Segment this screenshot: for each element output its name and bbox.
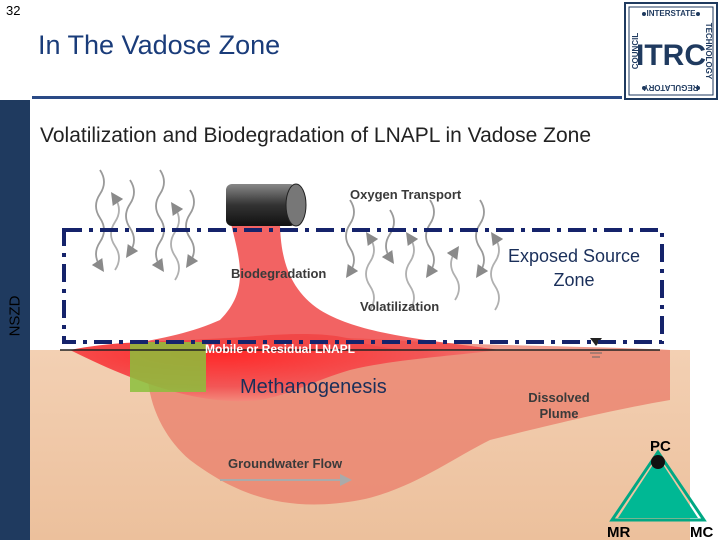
- logo-top-text: INTERSTATE: [646, 9, 696, 18]
- triangle-vertex-mc: MC: [690, 524, 713, 541]
- slide-subtitle: Volatilization and Biodegradation of LNA…: [40, 124, 591, 148]
- label-biodegradation: Biodegradation: [231, 266, 326, 281]
- triangle-vertex-mr: MR: [607, 524, 630, 541]
- slide-number: 32: [6, 3, 20, 18]
- nszd-label: NSZD: [4, 286, 26, 346]
- triangle-pc-dot: [651, 455, 665, 469]
- label-lnapl: Mobile or Residual LNAPL: [205, 342, 355, 356]
- logo-star-icon: [696, 12, 700, 16]
- triangle-vertex-pc: PC: [650, 438, 671, 455]
- exposed-source-line2: Zone: [494, 268, 654, 292]
- label-groundwater-flow: Groundwater Flow: [228, 456, 342, 471]
- logo-star-icon: [642, 86, 646, 90]
- lnapl-diagram: [30, 160, 720, 540]
- slide-title: In The Vadose Zone: [38, 30, 280, 61]
- logo-star-icon: [642, 12, 646, 16]
- label-dissolved-line2: Plume: [524, 406, 594, 422]
- exposed-source-line1: Exposed Source: [494, 244, 654, 268]
- logo-center-text: ITRC: [636, 39, 706, 72]
- label-dissolved-line1: Dissolved: [524, 390, 594, 406]
- itrc-logo: INTERSTATE REGULATORY COUNCIL TECHNOLOGY…: [624, 2, 718, 100]
- nszd-text: NSZD: [7, 296, 24, 337]
- logo-bottom-text: REGULATORY: [643, 83, 699, 92]
- label-volatilization: Volatilization: [360, 299, 439, 314]
- logo-star-icon: [696, 86, 700, 90]
- methanogenesis-label: Methanogenesis: [240, 376, 387, 399]
- tank-end: [286, 184, 306, 226]
- label-oxygen-transport: Oxygen Transport: [350, 187, 461, 202]
- label-dissolved-plume: Dissolved Plume: [524, 390, 594, 422]
- title-divider: [32, 96, 622, 99]
- exposed-source-label: Exposed Source Zone: [494, 244, 654, 292]
